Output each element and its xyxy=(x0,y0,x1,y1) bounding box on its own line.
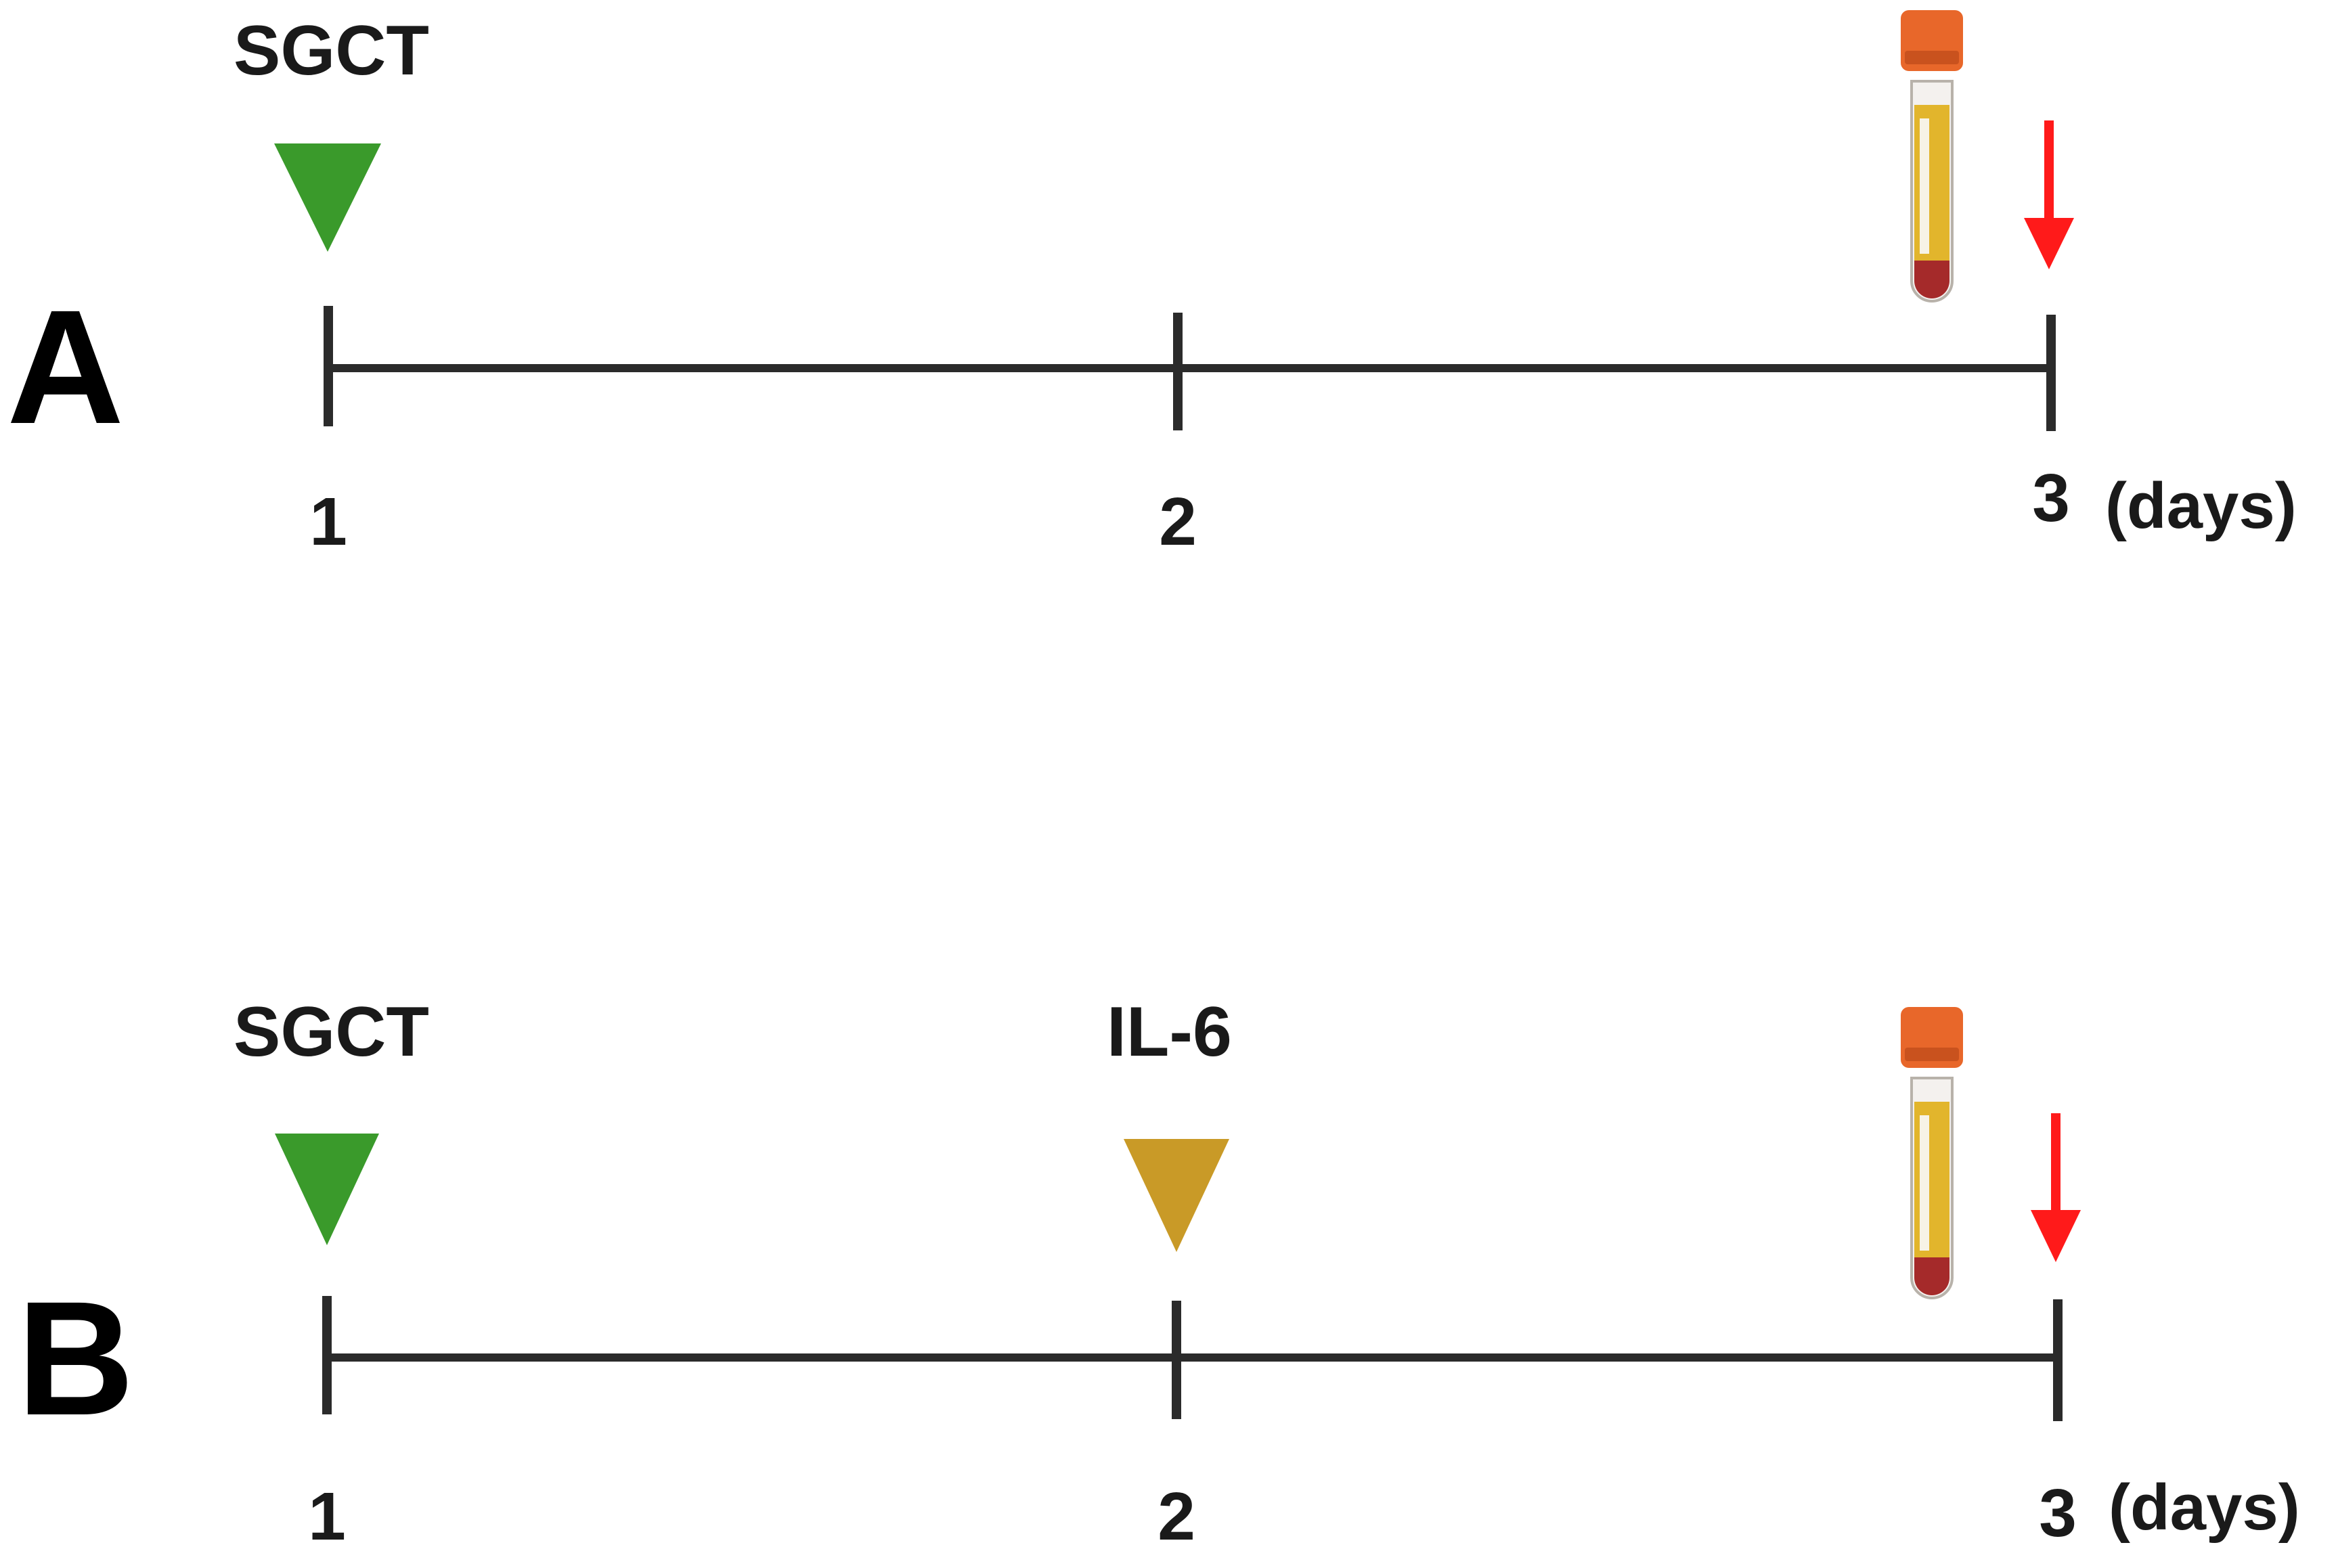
blood-tube-icon xyxy=(1901,1007,1963,1299)
tick-label: 3 xyxy=(2039,1475,2077,1551)
tick-label: 2 xyxy=(1158,1479,1195,1554)
red-down-arrow-icon xyxy=(2024,120,2074,269)
panel-letter: B xyxy=(17,1268,134,1449)
blood-tube-icon xyxy=(1901,10,1963,303)
panel-b: B SGCT IL-6 1 2 3 (days) xyxy=(17,993,2300,1554)
unit-label: (days) xyxy=(2109,1471,2300,1544)
event-label: SGCT xyxy=(234,993,429,1071)
panel-a: A SGCT 1 2 3 (days) xyxy=(7,10,2297,560)
panel-letter: A xyxy=(7,276,124,457)
tick-label: 1 xyxy=(308,1479,346,1554)
green-triangle-marker-icon xyxy=(274,143,381,252)
gold-triangle-marker-icon xyxy=(1124,1139,1229,1252)
tick-label: 3 xyxy=(2032,460,2070,536)
red-down-arrow-icon xyxy=(2031,1113,2081,1262)
tick-label: 2 xyxy=(1159,484,1197,560)
event-label: IL-6 xyxy=(1107,993,1232,1071)
tick-label: 1 xyxy=(309,484,347,560)
green-triangle-marker-icon xyxy=(275,1134,379,1245)
event-label: SGCT xyxy=(234,12,429,90)
unit-label: (days) xyxy=(2105,470,2297,542)
